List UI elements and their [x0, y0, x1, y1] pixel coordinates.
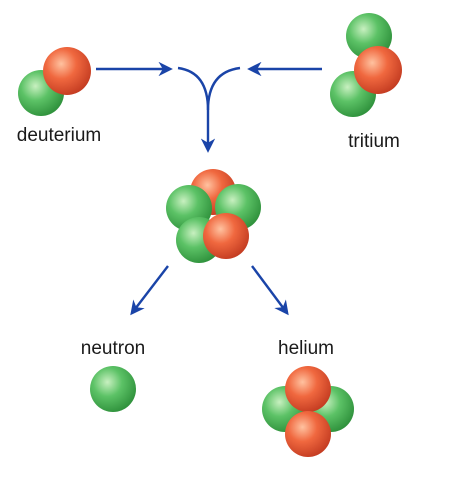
proton-sphere: [285, 411, 331, 457]
neutron-label: neutron: [81, 338, 145, 359]
proton-sphere: [285, 366, 331, 412]
deuterium-nucleus: [18, 47, 91, 116]
compound-nucleus: [166, 169, 261, 263]
free-neutron: [90, 366, 136, 412]
merge-curve-right: [206, 66, 241, 111]
helium-nucleus: [262, 366, 354, 457]
tritium-nucleus: [330, 13, 402, 117]
proton-sphere: [43, 47, 91, 95]
arrow-to-helium: [251, 265, 289, 316]
tritium-label: tritium: [348, 131, 400, 152]
merge-curve-arrow: [177, 66, 216, 153]
helium-label: helium: [278, 338, 334, 359]
proton-sphere: [354, 46, 402, 94]
proton-sphere: [203, 213, 249, 259]
deuterium-label: deuterium: [17, 125, 102, 146]
arrow-to-neutron: [130, 265, 169, 316]
